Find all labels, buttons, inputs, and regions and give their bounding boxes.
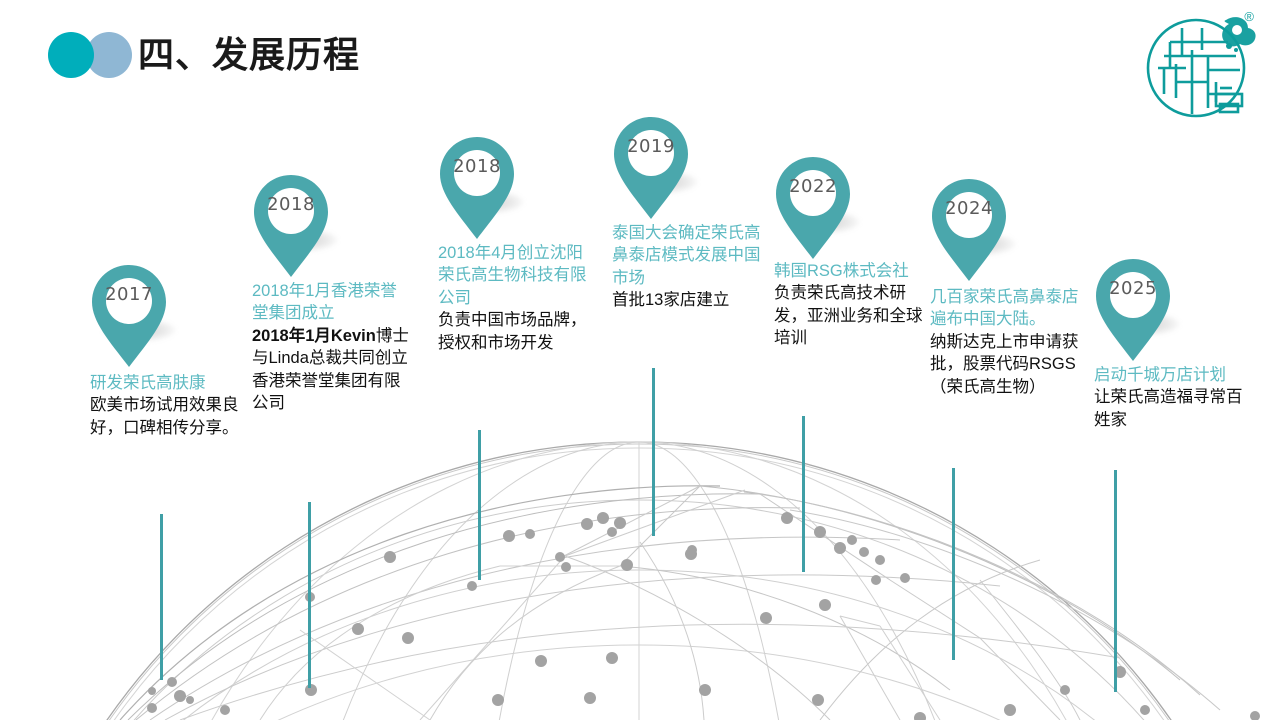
pin-year-label: 2022 xyxy=(789,176,837,197)
timeline-text-block: 2018年1月香港荣誉堂集团成立 2018年1月Kevin博士与Linda总裁共… xyxy=(252,280,410,415)
timeline-text-block: 研发荣氏高肤康 欧美市场试用效果良好，口碑相传分享。 xyxy=(90,372,248,439)
timeline-title: 研发荣氏高肤康 xyxy=(90,374,206,392)
brand-logo: ® xyxy=(1140,6,1260,122)
timeline-connector xyxy=(802,416,805,572)
timeline-body-text: 负责中国市场品牌，授权和市场开发 xyxy=(438,311,587,352)
timeline-title: 2018年1月香港荣誉堂集团成立 xyxy=(252,282,397,323)
pin-year-label: 2024 xyxy=(945,198,993,219)
timeline-title: 2018年4月创立沈阳荣氏高生物科技有限公司 xyxy=(438,244,587,307)
timeline-body-bold: 2018年1月Kevin xyxy=(252,326,376,345)
timeline-title: 启动千城万店计划 xyxy=(1094,366,1226,384)
slide-header: 四、发展历程 xyxy=(0,0,1278,120)
globe-graphic xyxy=(0,390,1278,720)
timeline-text-block: 2018年4月创立沈阳荣氏高生物科技有限公司 负责中国市场品牌，授权和市场开发 xyxy=(438,242,596,354)
timeline-body-text: 博士与Linda总裁共同创立香港荣誉堂集团有限公司 xyxy=(252,326,409,413)
pin-year-label: 2017 xyxy=(105,284,153,305)
timeline-text-block: 韩国RSG株式会社 负责荣氏高技术研发，亚洲业务和全球培训 xyxy=(774,260,932,350)
pin-year-label: 2025 xyxy=(1109,278,1157,299)
pin-year-label: 2018 xyxy=(267,194,315,215)
timeline-body-text: 首批13家店建立 xyxy=(612,291,730,310)
timeline-text-block: 几百家荣氏高鼻泰店遍布中国大陆。 纳斯达克上市申请获批，股票代码RSGS（荣氏高… xyxy=(930,286,1088,398)
timeline-title: 几百家荣氏高鼻泰店遍布中国大陆。 xyxy=(930,288,1079,329)
registered-trademark-icon: ® xyxy=(1244,9,1254,24)
timeline-body: 纳斯达克上市申请获批，股票代码RSGS（荣氏高生物） xyxy=(930,331,1088,398)
timeline-connector xyxy=(308,502,311,688)
bullet-circle-teal xyxy=(48,32,94,78)
map-pin-icon: 2018 xyxy=(436,134,524,242)
map-pin-icon: 2019 xyxy=(610,114,698,222)
timeline-text-block: 泰国大会确定荣氏高鼻泰店模式发展中国市场 首批13家店建立 xyxy=(612,222,770,312)
timeline-connector xyxy=(952,468,955,660)
timeline-body-text: 负责荣氏高技术研发，亚洲业务和全球培训 xyxy=(774,284,923,348)
timeline-body: 首批13家店建立 xyxy=(612,289,770,311)
timeline-connector xyxy=(1114,470,1117,692)
map-pin-icon: 2017 xyxy=(88,262,176,370)
timeline-body: 负责中国市场品牌，授权和市场开发 xyxy=(438,309,596,354)
timeline-body-text: 让荣氏高造福寻常百姓家 xyxy=(1094,388,1243,429)
timeline-body: 让荣氏高造福寻常百姓家 xyxy=(1094,386,1252,431)
timeline-body-text: 欧美市场试用效果良好，口碑相传分享。 xyxy=(90,396,239,437)
timeline-text-block: 启动千城万店计划 让荣氏高造福寻常百姓家 xyxy=(1094,364,1252,431)
page-title: 四、发展历程 xyxy=(138,34,361,75)
timeline-body: 欧美市场试用效果良好，口碑相传分享。 xyxy=(90,394,248,439)
timeline-connector xyxy=(652,368,655,536)
timeline-body: 负责荣氏高技术研发，亚洲业务和全球培训 xyxy=(774,282,932,349)
map-pin-icon: 2024 xyxy=(928,176,1016,284)
map-pin-icon: 2022 xyxy=(772,154,860,262)
timeline-title: 韩国RSG株式会社 xyxy=(774,262,909,280)
pin-year-label: 2019 xyxy=(627,136,675,157)
title-bullet-decoration xyxy=(48,32,132,78)
map-pin-icon: 2018 xyxy=(250,172,338,280)
timeline-body-text: 纳斯达克上市申请获批，股票代码RSGS（荣氏高生物） xyxy=(930,332,1079,396)
timeline-title: 泰国大会确定荣氏高鼻泰店模式发展中国市场 xyxy=(612,224,761,287)
timeline-body: 2018年1月Kevin博士与Linda总裁共同创立香港荣誉堂集团有限公司 xyxy=(252,325,410,415)
timeline-connector xyxy=(478,430,481,580)
pin-year-label: 2018 xyxy=(453,156,501,177)
timeline-connector xyxy=(160,514,163,680)
map-pin-icon: 2025 xyxy=(1092,256,1180,364)
